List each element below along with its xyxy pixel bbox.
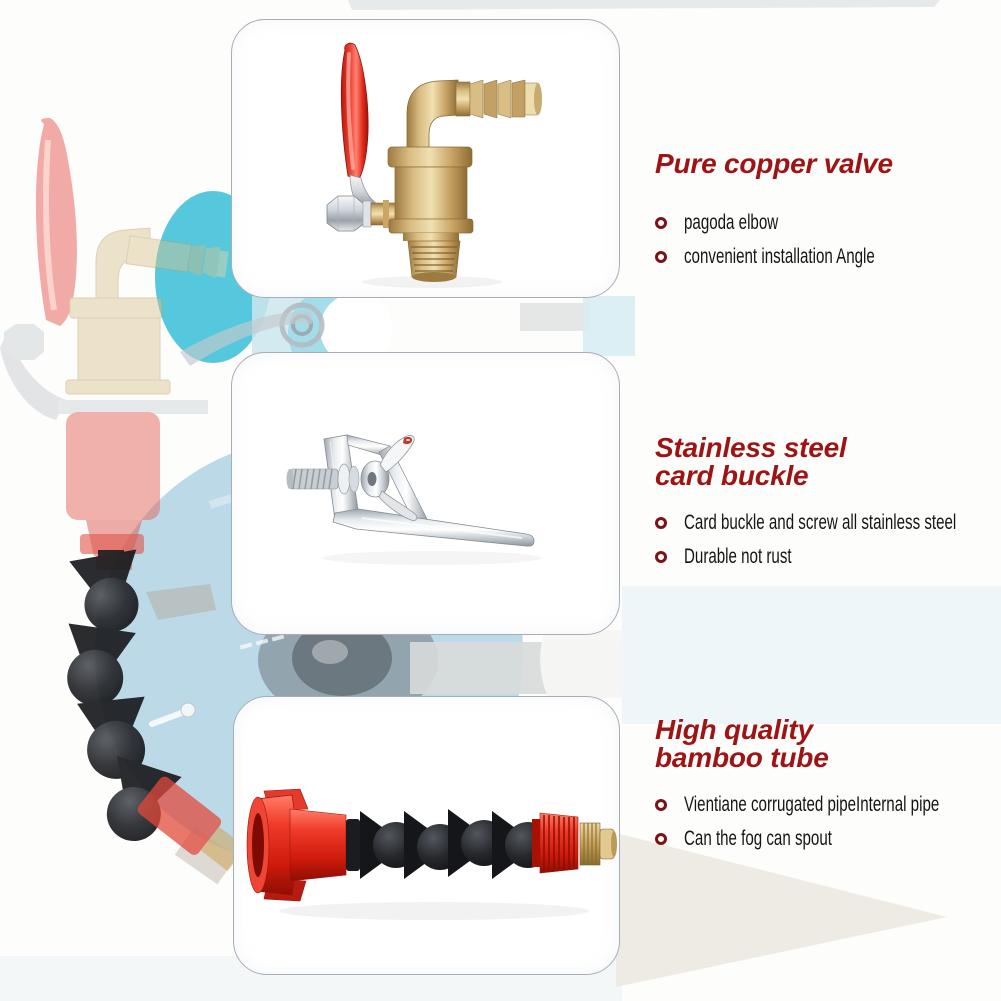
bullet-list: Vientiane corrugated pipeInternal pipe C… xyxy=(655,794,995,850)
bullet-item: pagoda elbow xyxy=(655,212,995,234)
feature-title: Stainless steel card buckle xyxy=(655,432,847,491)
bullet-text: Vientiane corrugated pipeInternal pipe xyxy=(684,793,940,816)
feature-title: High quality bamboo tube xyxy=(655,714,829,773)
feature-section-buckle: Stainless steel card buckle Card buckle … xyxy=(655,434,995,580)
bullet-ring-icon xyxy=(655,833,667,845)
brass-valve-photo xyxy=(326,42,542,288)
bullet-item: Card buckle and screw all stainless stee… xyxy=(655,512,995,534)
bullet-list: Card buckle and screw all stainless stee… xyxy=(655,512,995,568)
product-card-buckle xyxy=(231,352,620,635)
bullet-text: convenient installation Angle xyxy=(684,245,875,268)
bullet-text: Durable not rust xyxy=(684,545,792,568)
bullet-ring-icon xyxy=(655,799,667,811)
feature-section-valve: Pure copper valve pagoda elbow convenien… xyxy=(655,150,995,280)
bullet-ring-icon xyxy=(655,251,667,263)
bullet-text: Can the fog can spout xyxy=(684,827,832,850)
bullet-item: Vientiane corrugated pipeInternal pipe xyxy=(655,794,995,816)
bullet-list: pagoda elbow convenient installation Ang… xyxy=(655,212,995,268)
steel-card-buckle-photo xyxy=(286,434,542,565)
bullet-ring-icon xyxy=(655,217,667,229)
bullet-text: Card buckle and screw all stainless stee… xyxy=(684,511,957,534)
bullet-text: pagoda elbow xyxy=(684,211,779,234)
bullet-item: Can the fog can spout xyxy=(655,828,995,850)
bullet-item: convenient installation Angle xyxy=(655,246,995,268)
feature-section-tube: High quality bamboo tube Vientiane corru… xyxy=(655,716,995,862)
bullet-ring-icon xyxy=(655,517,667,529)
product-card-tube xyxy=(233,696,620,975)
bullet-item: Durable not rust xyxy=(655,546,995,568)
product-card-valve xyxy=(231,19,620,298)
feature-title: Pure copper valve xyxy=(655,148,893,179)
bullet-ring-icon xyxy=(655,551,667,563)
flexible-bamboo-tube-photo xyxy=(246,788,617,920)
